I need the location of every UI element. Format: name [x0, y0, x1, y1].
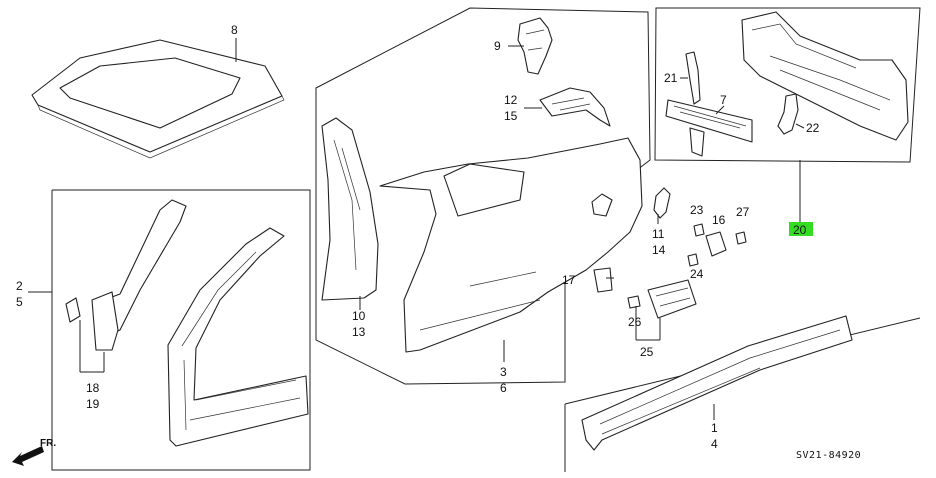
- fuel-door-base-25-part[interactable]: [647, 279, 697, 319]
- callout-26: 26: [628, 315, 642, 329]
- small-bracket-11-14-part[interactable]: [653, 187, 671, 219]
- callout-17: 17: [562, 273, 576, 287]
- callout-22: 22: [806, 121, 820, 135]
- clip-26-part[interactable]: [627, 295, 641, 309]
- rear-panel-part[interactable]: [741, 11, 909, 141]
- diagram-code: SV21-84920: [796, 450, 861, 461]
- clip-24-part[interactable]: [687, 253, 699, 267]
- fuel-door-housing-17-part[interactable]: [593, 267, 613, 293]
- roof-panel-part[interactable]: [31, 39, 285, 159]
- bracket-22-part[interactable]: [777, 93, 799, 135]
- side-sill-1-4-part[interactable]: [581, 315, 853, 451]
- pillar-21-part[interactable]: [685, 51, 701, 105]
- callout-24: 24: [690, 267, 704, 281]
- callout-12: 12: [504, 93, 518, 107]
- clip-23-part[interactable]: [693, 223, 705, 237]
- callout-23: 23: [690, 203, 704, 217]
- inner-side-panel-part[interactable]: [167, 227, 309, 447]
- front-direction-marker: FR.: [12, 438, 56, 466]
- leader-lines: [28, 38, 805, 420]
- bracket-12-15-part[interactable]: [539, 87, 611, 127]
- callout-19: 19: [86, 397, 100, 411]
- group-box-right: [654, 7, 921, 163]
- highlight-20: [789, 222, 813, 236]
- callout-20: 20: [793, 223, 807, 237]
- callout-21: 21: [664, 71, 678, 85]
- group-box-left: [51, 189, 311, 471]
- callout-2: 2: [16, 279, 23, 293]
- callout-1: 1: [711, 421, 718, 435]
- callout-5: 5: [16, 295, 23, 309]
- callout-18: 18: [86, 381, 100, 395]
- inner-pillar-10-13-part[interactable]: [321, 117, 379, 301]
- callout-13: 13: [352, 325, 366, 339]
- callout-14: 14: [652, 243, 666, 257]
- callout-27: 27: [736, 205, 750, 219]
- callout-4: 4: [711, 437, 718, 451]
- callout-8: 8: [231, 23, 238, 37]
- callout-15: 15: [504, 109, 518, 123]
- bolt-27-part[interactable]: [735, 231, 747, 245]
- pillar-assembly-18-19-part[interactable]: [65, 199, 187, 351]
- callout-6: 6: [500, 381, 507, 395]
- callout-16: 16: [712, 213, 726, 227]
- fuel-lid-16-part[interactable]: [705, 231, 727, 257]
- callout-10: 10: [352, 309, 366, 323]
- callout-7: 7: [720, 93, 727, 107]
- callout-25: 25: [640, 345, 654, 359]
- quarter-panel-3-6-part[interactable]: [379, 137, 643, 353]
- callout-3: 3: [500, 365, 507, 379]
- rear-panel-bracket-7-part[interactable]: [665, 99, 753, 157]
- front-arrow-icon: [12, 446, 44, 466]
- callout-9: 9: [494, 39, 501, 53]
- callout-11: 11: [652, 227, 665, 241]
- front-label: FR.: [40, 438, 56, 449]
